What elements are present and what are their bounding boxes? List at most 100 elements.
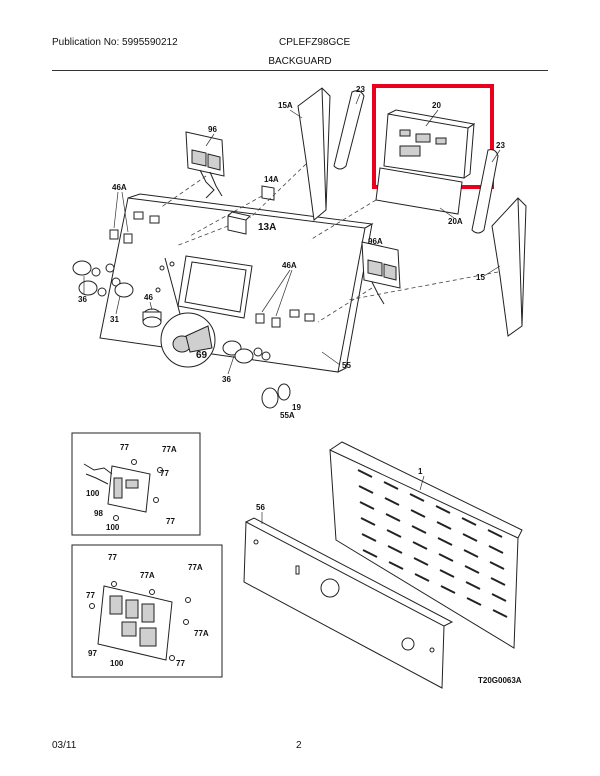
callout-97: 97 xyxy=(88,649,97,658)
vent-slot xyxy=(411,525,427,534)
callout-96: 96 xyxy=(208,125,217,134)
callout-23-left: 23 xyxy=(356,85,365,94)
callout-13a: 13A xyxy=(258,222,276,233)
vent-slot xyxy=(386,529,402,538)
callout-55: 55A xyxy=(280,411,295,420)
section-title: BACKGUARD xyxy=(268,56,332,67)
header-divider xyxy=(52,70,548,71)
callout-98: 98 xyxy=(94,509,103,518)
callout-77-inset2-top: 77 xyxy=(108,553,117,562)
end-cap-15a xyxy=(297,87,331,221)
vent-slot xyxy=(492,609,508,618)
diagram-code: T20G0063A xyxy=(478,676,522,685)
callout-77-inset1-top: 77 xyxy=(120,443,129,452)
knob-31 xyxy=(114,282,134,298)
switch-14a xyxy=(261,185,275,201)
vent-slot xyxy=(358,485,374,494)
callout-labels: 20 23 23 15A 96 14A 13A 46A 36 46 31 69 … xyxy=(78,85,522,685)
vent-slot xyxy=(490,577,506,586)
callout-55a: 19 xyxy=(292,403,301,412)
footer-date: 03/11 xyxy=(52,740,77,751)
callout-77-inset1-right: 77 xyxy=(160,469,169,478)
vent-slot xyxy=(360,517,376,526)
vent-slot xyxy=(383,481,399,490)
callout-100-inset1-bottom: 100 xyxy=(106,523,120,532)
knob-36-left xyxy=(72,260,121,297)
switch-bracket-96a xyxy=(361,241,401,305)
button-46 xyxy=(142,308,162,328)
inset-relay-board-2 xyxy=(71,544,223,678)
vent-slot xyxy=(461,517,477,526)
callout-23-right: 23 xyxy=(496,141,505,150)
callout-77a-inset2-bottom: 77A xyxy=(194,629,209,638)
vent-slot xyxy=(409,493,425,502)
bracket-23-right xyxy=(471,149,499,234)
vent-slot xyxy=(491,593,507,602)
callout-19: 55 xyxy=(342,361,351,370)
vent-slot xyxy=(410,509,426,518)
vent-slot xyxy=(412,541,428,550)
vent-slot xyxy=(437,537,453,546)
callout-96a: 96A xyxy=(368,237,383,246)
callout-77a-inset2-right: 77A xyxy=(188,563,203,572)
callout-46a-right: 46A xyxy=(282,261,297,270)
vent-slot xyxy=(361,533,377,542)
vent-slot xyxy=(413,557,429,566)
vent-slot xyxy=(466,597,482,606)
vent-slot xyxy=(463,549,479,558)
vent-slot xyxy=(438,553,454,562)
callout-77-inset2-left: 77 xyxy=(86,591,95,600)
vent-slot xyxy=(359,501,375,510)
vent-slot xyxy=(384,497,400,506)
back-panel-1 xyxy=(329,441,523,649)
plate-20a xyxy=(375,167,463,215)
bracket-23-left xyxy=(333,90,365,170)
inset-wiring-board-1 xyxy=(71,432,201,536)
vent-slot xyxy=(387,545,403,554)
electronic-control-20 xyxy=(383,109,476,179)
vent-slot xyxy=(385,513,401,522)
callout-77-inset2-bottom: 77 xyxy=(176,659,185,668)
block-13a xyxy=(227,211,251,235)
vent-slot xyxy=(465,581,481,590)
detail-69-knob-insert xyxy=(160,257,216,368)
publication-number: Publication No: 5995590212 xyxy=(52,37,178,48)
vent-slot xyxy=(488,545,504,554)
vent-slot xyxy=(440,585,456,594)
callout-1: 1 xyxy=(418,467,423,476)
callout-31: 31 xyxy=(110,315,119,324)
callout-77a-inset2-top: 77A xyxy=(140,571,155,580)
callout-56: 56 xyxy=(256,503,265,512)
vent-slot xyxy=(357,469,373,478)
vent-slot xyxy=(435,505,451,514)
knob-36-right xyxy=(222,340,271,364)
vent-slot xyxy=(462,533,478,542)
callout-100-inset2: 100 xyxy=(110,659,124,668)
knob-55-ring-55a xyxy=(261,383,291,409)
callout-100-inset1-top: 100 xyxy=(86,489,100,498)
callout-15a: 15A xyxy=(278,101,293,110)
buttons-46a-right xyxy=(255,313,281,328)
callout-77a-inset1: 77A xyxy=(162,445,177,454)
callout-46a-left: 46A xyxy=(112,183,127,192)
vent-slot xyxy=(414,573,430,582)
vent-slot xyxy=(439,569,455,578)
end-cap-15 xyxy=(491,197,527,337)
callout-77-inset1-bottom: 77 xyxy=(166,517,175,526)
vent-slot xyxy=(489,561,505,570)
switch-bracket-96 xyxy=(185,131,225,199)
callout-20a: 20A xyxy=(448,217,463,226)
vent-slot xyxy=(362,549,378,558)
callout-46: 46 xyxy=(144,293,153,302)
callout-36-right: 36 xyxy=(222,375,231,384)
callout-36-left: 36 xyxy=(78,295,87,304)
callout-69: 69 xyxy=(196,350,208,361)
model-number: CPLEFZ98GCE xyxy=(279,37,351,48)
vent-slot xyxy=(388,561,404,570)
panel-56 xyxy=(243,517,454,689)
vent-slot xyxy=(436,521,452,530)
leader-lines xyxy=(83,93,501,524)
callout-20: 20 xyxy=(432,101,441,110)
vent-slot xyxy=(464,565,480,574)
page-number: 2 xyxy=(296,740,302,751)
